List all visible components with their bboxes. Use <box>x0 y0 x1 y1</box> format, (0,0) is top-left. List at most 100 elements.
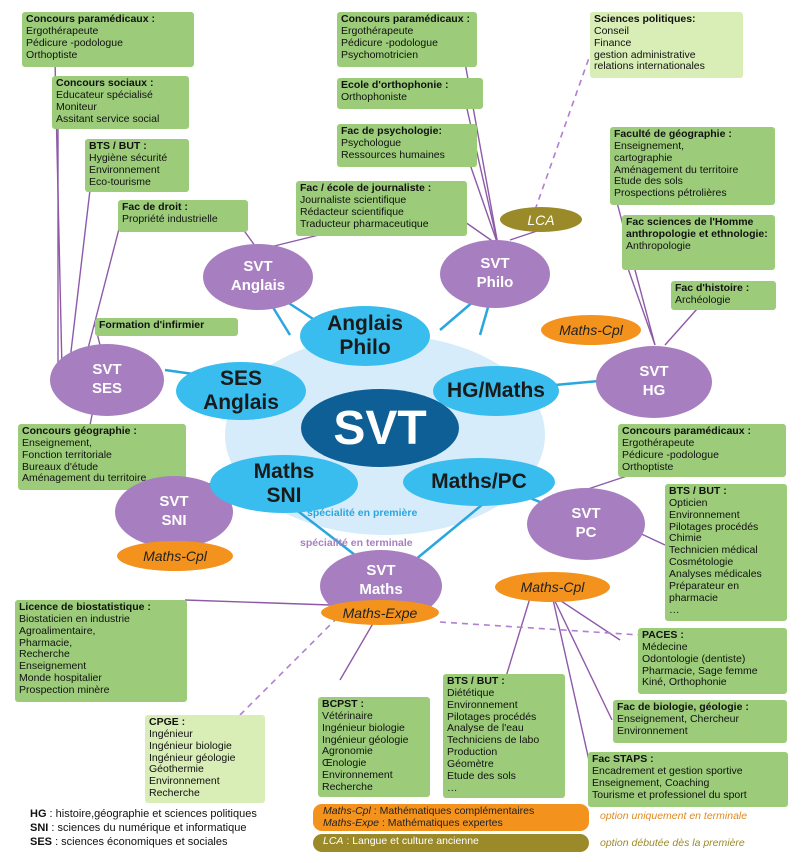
box-item: Prospection minère <box>19 684 110 697</box>
box-item: Opticien <box>669 496 708 509</box>
box-item: Géomètre <box>447 758 494 771</box>
box-item: Odontologie (dentiste) <box>642 652 746 665</box>
box-item: Moniteur <box>56 100 97 113</box>
node-label: SVT Philo <box>476 255 514 291</box>
box-item: gestion administrative <box>594 48 696 61</box>
node-svt-hg: SVT HG <box>596 346 712 418</box>
box-item: Pédicure -podologue <box>341 36 438 49</box>
box-fac-sciences-homme: Fac sciences de l'Homme anthropologie et… <box>622 215 775 270</box>
box-item: Rédacteur scientifique <box>300 205 404 218</box>
box-title: BCPST : <box>322 698 364 710</box>
node-label: SVT Maths <box>359 562 403 598</box>
box-faculte-geographie: Faculté de géographie : Enseignement, ca… <box>610 127 775 205</box>
box-item: Environnement <box>447 698 518 711</box>
legend-text: : histoire,géographie et sciences politi… <box>46 808 257 820</box>
box-title: BTS / BUT : <box>669 485 727 497</box>
legend-expe: Maths-Expe : Mathématiques expertes <box>323 816 579 830</box>
box-item: Traducteur pharmaceutique <box>300 217 429 230</box>
box-fac-biologie: Fac de biologie, géologie : Enseignement… <box>613 700 787 743</box>
box-item: Ingénieur géologie <box>322 733 409 746</box>
legend-text: : sciences du numérique et informatique <box>48 822 247 834</box>
box-item: Orthoptiste <box>26 48 78 61</box>
box-title: Sciences politiques: <box>594 13 696 25</box>
legend-text: : Langue et culture ancienne <box>343 835 479 847</box>
box-item: Ingénieur biologie <box>322 721 405 734</box>
box-journaliste: Fac / école de journaliste : Journaliste… <box>296 181 467 236</box>
node-label: SVT SNI <box>159 493 189 529</box>
box-item: Finance <box>594 36 632 49</box>
legend-sni: SNI : sciences du numérique et informati… <box>30 822 246 834</box>
box-item: Ingénieur biologie <box>149 739 232 752</box>
node-maths-pc: Maths/PC <box>403 458 555 506</box>
option-label: Maths-Cpl <box>520 579 585 595</box>
box-item: Recherche <box>149 787 200 800</box>
option-maths-cpl-hg: Maths-Cpl <box>541 315 641 345</box>
box-item: Ergothérapeute <box>341 24 414 37</box>
box-item: Recherche <box>322 781 373 794</box>
box-title: Concours paramédicaux : <box>622 425 751 437</box>
box-licence-biostatistique: Licence de biostatistique : Biostaticien… <box>15 600 187 702</box>
box-item: Hygiène sécurité <box>89 151 168 164</box>
box-title: Licence de biostatistique : <box>19 601 151 613</box>
box-item: Environnement <box>149 775 220 788</box>
box-title: Concours paramédicaux : <box>26 13 155 25</box>
box-item: Techniciens de labo <box>447 734 540 747</box>
box-item: Journaliste scientifique <box>300 193 407 206</box>
box-item: Cosmétologie <box>669 556 734 569</box>
node-label: SES Anglais <box>203 367 279 414</box>
box-item: Ergothérapeute <box>622 436 695 449</box>
box-ecole-orthophonie: Ecole d'orthophonie : Orthophoniste <box>337 78 483 109</box>
box-item: Psychomotricien <box>341 48 419 61</box>
box-item: Monde hospitalier <box>19 672 102 685</box>
box-item: Assitant service social <box>56 112 160 125</box>
box-item: Vétérinaire <box>322 709 373 722</box>
box-item: Propriété industrielle <box>122 212 218 225</box>
box-title: Fac / école de journaliste : <box>300 182 432 194</box>
node-svt-ses: SVT SES <box>50 344 164 416</box>
box-item: Etude des sols <box>447 769 516 782</box>
box-item: Environnement <box>322 769 393 782</box>
node-svt-center: SVT <box>301 389 459 467</box>
box-item: Agroalimentaire, <box>19 624 96 637</box>
box-item: Ergothérapeute <box>26 24 99 37</box>
box-item: Ingénieur <box>149 727 193 740</box>
box-item: Enseignement, <box>22 436 93 449</box>
box-title: BTS / BUT : <box>89 140 147 152</box>
node-svt-anglais: SVT Anglais <box>203 244 313 310</box>
legend-cpl: Maths-Cpl : Mathématiques complémentaire… <box>323 805 579 818</box>
box-fac-staps: Fac STAPS : Encadrement et gestion sport… <box>588 752 788 807</box>
box-fac-droit: Fac de droit : Propriété industrielle <box>118 200 248 232</box>
option-maths-expe: Maths-Expe <box>321 600 439 625</box>
box-title: Fac de biologie, géologie : <box>617 701 749 713</box>
legend-abbr: SES <box>30 836 53 848</box>
box-title: Ecole d'orthophonie : <box>341 79 449 91</box>
box-item: Environnement <box>617 724 688 737</box>
box-item: Pédicure -podologue <box>26 36 123 49</box>
option-label: LCA <box>527 211 555 228</box>
note-option-premiere: option débutée dès la première <box>600 837 745 849</box>
option-maths-cpl-pc: Maths-Cpl <box>495 572 610 602</box>
box-item: Chimie <box>669 532 702 545</box>
box-bts-2: BTS / BUT : Opticien Environnement Pilot… <box>665 484 787 621</box>
node-label: SVT HG <box>639 363 669 399</box>
box-item: Pharmacie, Sage femme <box>642 664 758 677</box>
node-label: SVT PC <box>571 505 601 541</box>
node-label: SVT SES <box>91 361 122 397</box>
box-title: Formation d'infirmier <box>99 319 205 331</box>
box-item: Enseignement, <box>614 139 685 152</box>
box-item: Biostaticien en industrie <box>19 612 130 625</box>
option-label: Maths-Cpl <box>143 548 207 564</box>
box-item: … <box>447 781 458 794</box>
box-item: Tourisme et professionel du sport <box>592 788 747 801</box>
box-item: Aménagement du territoire <box>614 163 739 176</box>
box-item: Eco-tourisme <box>89 175 151 188</box>
box-formation-infirmier: Formation d'infirmier <box>95 318 238 336</box>
box-item: Conseil <box>594 24 630 37</box>
node-label: Maths/PC <box>431 470 527 494</box>
box-title: Concours sociaux : <box>56 77 154 89</box>
legend-abbr: Maths-Expe <box>323 816 380 829</box>
box-item: relations internationales <box>594 60 705 73</box>
box-concours-paramedicaux-2: Concours paramédicaux : Ergothérapeute P… <box>337 12 477 67</box>
box-item: Aménagement du territoire <box>22 472 147 485</box>
node-label: Anglais Philo <box>327 312 403 359</box>
